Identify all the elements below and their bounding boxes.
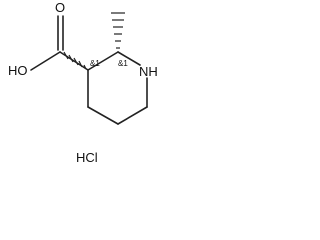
bond-c3-c2: [87, 51, 119, 71]
hashed-wedge-bond-methyl: [111, 12, 125, 49]
hydroxyl-label: HO: [8, 63, 28, 78]
ring-nitrogen-label: NH: [139, 64, 158, 79]
stereo-descriptor-c2: &1: [118, 59, 128, 68]
bond-c5-c4: [87, 106, 119, 125]
bond-c-c3: [59, 51, 89, 71]
carbonyl-oxygen-label: O: [55, 0, 65, 15]
stereo-descriptor-c3: &1: [90, 59, 100, 68]
salt-label: HCl: [76, 150, 98, 165]
bond-c2-n1: [117, 51, 141, 66]
hashed-wedge-bond-c3: [63, 51, 87, 70]
bond-c-oh: [30, 51, 61, 71]
chemical-structure: O HO NH &1 &1 HCl: [8, 0, 158, 165]
bond-c6-c5: [117, 106, 148, 125]
